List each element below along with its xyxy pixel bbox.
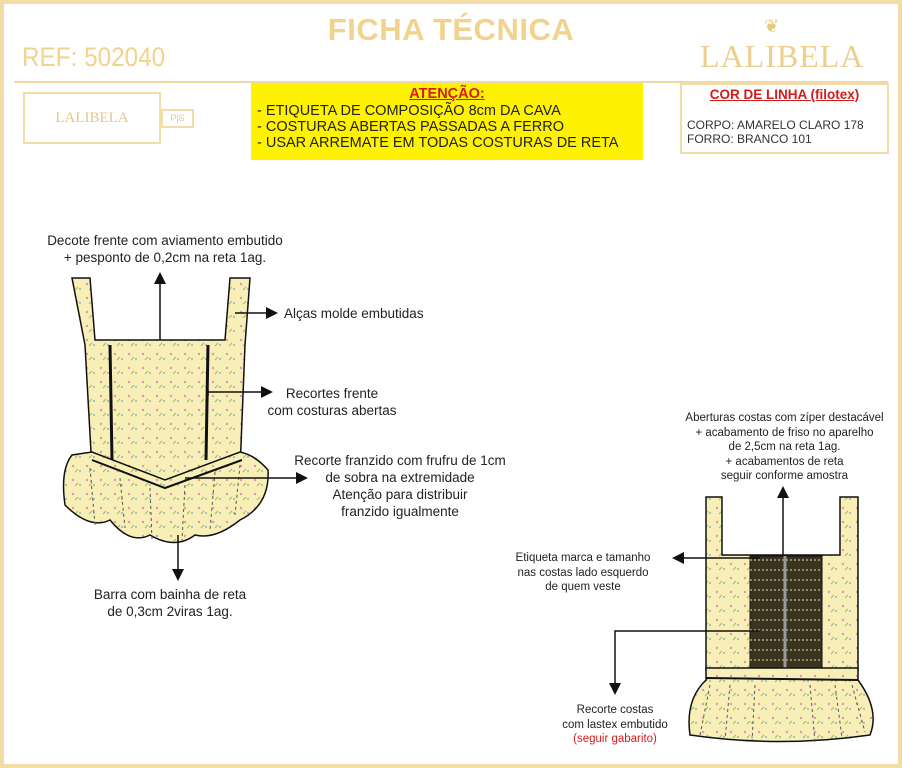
note-line: de sobra na extremidade <box>325 470 475 485</box>
note-line: + pesponto de 0,2cm na reta 1ag. <box>63 250 267 265</box>
thread-color-line: CORPO: AMARELO CLARO 178 <box>687 118 864 132</box>
annotation-arrows <box>154 272 789 695</box>
seams-note: Recortes frente com costuras abertas <box>252 385 412 419</box>
attention-line: - COSTURAS ABERTAS PASSADAS A FERRO <box>257 119 564 135</box>
note-line: Decote frente com aviamento embutido <box>47 233 283 248</box>
thread-color-line: FORRO: BRANCO 101 <box>687 132 812 146</box>
smock-note: Recorte costas com lastex embutido (segu… <box>530 703 700 747</box>
header-divider <box>14 81 888 83</box>
attention-line: - ETIQUETA DE COMPOSIÇÃO 8cm DA CAVA <box>257 103 561 119</box>
note-line: + acabamento de friso no aparelho <box>695 426 874 439</box>
note-line: franzido igualmente <box>341 504 459 519</box>
ruffle-note: Recorte franzido com frufru de 1cm de so… <box>280 452 520 520</box>
attention-box: ATENÇÃO: - ETIQUETA DE COMPOSIÇÃO 8cm DA… <box>251 83 643 160</box>
note-line: com costuras abertas <box>267 403 397 418</box>
attention-title: ATENÇÃO: <box>409 86 485 102</box>
front-garment-drawing <box>62 277 269 544</box>
neckline-note: Decote frente com aviamento embutido + p… <box>20 232 310 266</box>
note-line: + acabamentos de reta <box>725 455 844 468</box>
note-line: Etiqueta marca e tamanho <box>515 552 651 564</box>
note-line: com lastex embutido <box>562 718 668 731</box>
note-line: Atenção para distribuir <box>332 487 468 502</box>
label-size-box: P|S <box>161 109 194 128</box>
straps-note: Alças molde embutidas <box>284 306 424 321</box>
thread-color-title: COR DE LINHA (filotex) <box>709 87 860 102</box>
note-line: de quem veste <box>545 581 621 593</box>
brand-logo: LALIBELA <box>700 38 865 74</box>
note-line: de 2,5cm na reta 1ag. <box>728 441 841 453</box>
note-line: Recorte franzido com frufru de 1cm <box>294 453 506 468</box>
bee-logo-icon: ❦ <box>764 16 780 36</box>
note-line: nas costas lado esquerdo <box>517 566 649 579</box>
back-garment-drawing <box>688 496 874 743</box>
thread-color-box: COR DE LINHA (filotex) CORPO: AMARELO CL… <box>680 83 889 154</box>
note-line: Recorte costas <box>576 704 654 716</box>
note-line: seguir conforme amostra <box>720 470 849 482</box>
tag-note: Etiqueta marca e tamanho nas costas lado… <box>498 551 668 595</box>
note-line: Recortes frente <box>285 386 379 401</box>
label-brand-box: LALIBELA <box>23 92 161 144</box>
reference-number: REF: 502040 <box>22 42 166 72</box>
hem-note: Barra com bainha de reta de 0,3cm 2viras… <box>70 586 270 620</box>
note-line: de 0,3cm 2viras 1ag. <box>107 604 233 619</box>
page-title: FICHA TÉCNICA <box>327 12 575 47</box>
zipper-note: Aberturas costas com zíper destacável + … <box>672 411 897 484</box>
attention-line: - USAR ARREMATE EM TODAS COSTURAS DE RET… <box>257 135 619 151</box>
note-line: Aberturas costas com zíper destacável <box>685 412 884 424</box>
note-line-red: (seguir gabarito) <box>573 733 657 745</box>
note-line: Barra com bainha de reta <box>93 587 247 602</box>
